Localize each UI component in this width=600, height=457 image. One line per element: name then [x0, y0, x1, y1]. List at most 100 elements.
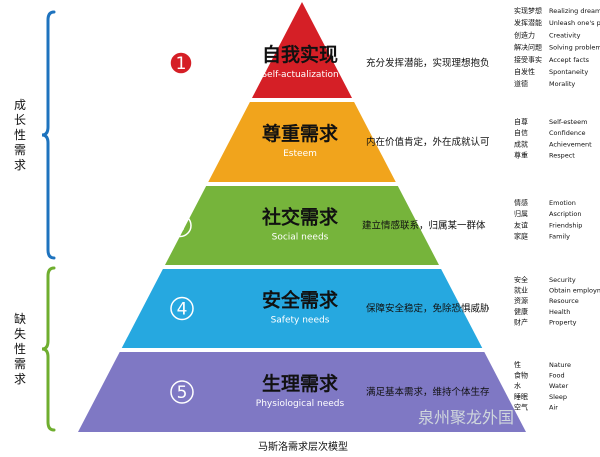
level-title: 自我实现	[262, 43, 338, 66]
keyword-en: Resource	[549, 297, 579, 305]
keyword-cn: 尊重	[514, 151, 528, 160]
level-description: 建立情感联系，归属某一群体	[362, 220, 486, 232]
keyword-cn: 发挥潜能	[514, 18, 542, 27]
watermark: 泉州聚龙外国	[418, 408, 514, 427]
level-title: 生理需求	[262, 372, 339, 395]
level-number-circle	[169, 130, 193, 154]
keyword-en: Respect	[549, 152, 575, 160]
level-band	[208, 102, 396, 182]
keyword-en: Accept facts	[549, 56, 590, 64]
keyword-cn: 归属	[514, 209, 528, 218]
keyword-cn: 接受事实	[514, 55, 542, 64]
level-title-en: Social needs	[272, 233, 329, 243]
group-label-char: 失	[14, 326, 26, 341]
level-number: 4	[177, 300, 188, 320]
level-number-circle	[170, 380, 194, 404]
level-number: 1	[176, 54, 187, 74]
group-brace	[41, 266, 56, 432]
keyword-cn: 成就	[514, 139, 528, 148]
level-title: 安全需求	[262, 289, 339, 312]
keyword-cn: 财产	[514, 317, 528, 326]
level-title-en: Physiological needs	[256, 399, 345, 409]
group-brace	[41, 10, 56, 260]
group-label-char: 性	[14, 342, 26, 356]
pyramid-level-5: 5 生理需求 Physiological needs 满足基本需求，维持个体生存	[78, 352, 526, 432]
keyword-en: Realizing dreams	[549, 7, 600, 15]
pyramid-level-3: 3 社交需求 Social needs 建立情感联系，归属某一群体	[164, 186, 486, 265]
level-number: 3	[175, 217, 186, 237]
keyword-en: Creativity	[549, 31, 581, 39]
keyword-cn: 友谊	[514, 220, 528, 229]
pyramid-level-2: 2 尊重需求 Esteem 内在价值肯定，外在成就认可	[169, 102, 490, 182]
keyword-cn: 安全	[514, 275, 528, 284]
level-number: 5	[177, 383, 188, 403]
keyword-en: Property	[549, 318, 577, 326]
keyword-cn: 食物	[514, 371, 528, 380]
keyword-en: Friendship	[549, 221, 582, 229]
keyword-en: Nature	[549, 361, 571, 369]
keyword-en: Family	[549, 233, 570, 241]
keyword-en: Solving problems	[549, 44, 600, 52]
level-number-circle	[170, 296, 194, 321]
level-description: 保障安全稳定，免除恐惧威胁	[366, 303, 490, 315]
group-label-char: 成	[14, 98, 26, 112]
keyword-cn: 自尊	[514, 117, 528, 126]
keyword-cn: 道德	[514, 79, 528, 88]
level-description: 满足基本需求，维持个体生存	[366, 386, 490, 398]
keyword-cn: 睡眠	[514, 393, 528, 401]
level-number: 2	[176, 133, 187, 153]
keyword-en: Food	[549, 372, 565, 380]
group-label-char: 需	[14, 357, 26, 371]
keyword-en: Unleash one's potential	[549, 19, 600, 27]
keyword-en: Security	[549, 276, 576, 284]
pyramid: 1 自我实现 Self-actualization 充分发挥潜能，实现理想抱负 2 尊重需…	[78, 2, 526, 432]
group-label-char: 长	[14, 113, 26, 127]
keyword-en: Health	[549, 308, 570, 316]
level-number-circle	[169, 51, 193, 75]
level-title-en: Safety needs	[271, 316, 330, 326]
level-title-en: Self-actualization	[261, 70, 338, 80]
keyword-en: Air	[549, 403, 558, 411]
keyword-cn: 就业	[514, 286, 528, 295]
level-title-en: Esteem	[283, 149, 317, 159]
keyword-cn: 自信	[514, 128, 528, 137]
pyramid-level-4: 4 安全需求 Safety needs 保障安全稳定，免除恐惧威胁	[121, 269, 490, 348]
level-band	[121, 269, 483, 348]
keyword-en: Achievement	[549, 140, 592, 148]
keyword-cn: 自发性	[514, 67, 535, 76]
group-label-char: 求	[14, 372, 26, 386]
level-band	[78, 352, 526, 432]
keyword-en: Ascription	[549, 210, 581, 218]
keyword-cn: 水	[514, 381, 521, 390]
keyword-en: Confidence	[549, 129, 586, 137]
level-title: 尊重需求	[262, 122, 339, 145]
level-title: 社交需求	[261, 206, 339, 229]
keyword-en: Water	[549, 382, 569, 390]
level-description: 内在价值肯定，外在成就认可	[366, 136, 490, 148]
keyword-cn: 家庭	[514, 232, 528, 241]
level-description: 充分发挥潜能，实现理想抱负	[366, 57, 490, 69]
keyword-cn: 解决问题	[514, 43, 542, 52]
keyword-en: Spontaneity	[549, 68, 588, 76]
keyword-en: Morality	[549, 80, 575, 88]
level-band	[164, 186, 440, 265]
keyword-en: Emotion	[549, 199, 576, 207]
group-label-char: 性	[14, 128, 26, 142]
keyword-en: Obtain employment	[549, 287, 600, 295]
group-label-char: 需	[14, 143, 26, 157]
keyword-cn: 性	[514, 360, 521, 369]
keyword-en: Self-esteem	[549, 118, 587, 126]
level-number-circle	[168, 213, 192, 238]
keyword-list-level-3: 情感 Emotion 归属 Ascription 友谊 Friendship 家庭 Famil…	[514, 198, 582, 241]
pyramid-level-1: 1 自我实现 Self-actualization 充分发挥潜能，实现理想抱负	[169, 2, 490, 98]
keyword-cn: 资源	[514, 296, 528, 305]
keyword-cn: 情感	[514, 198, 528, 207]
keyword-cn: 健康	[514, 307, 528, 316]
